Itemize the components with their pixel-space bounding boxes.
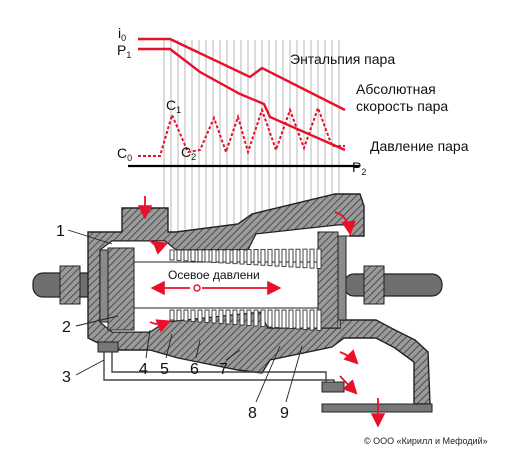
blade xyxy=(204,249,210,263)
blade xyxy=(260,309,266,327)
blade xyxy=(309,309,315,331)
shaft-right xyxy=(343,273,443,297)
blade xyxy=(225,249,231,264)
callout-3: 3 xyxy=(62,369,71,386)
drain-flange xyxy=(97,341,119,353)
blade xyxy=(302,309,308,330)
callout-5: 5 xyxy=(160,361,169,378)
turbine-section: Осевое давлени 1 2 3 4 5 6 7 8 9 xyxy=(32,193,443,428)
pressure-curve xyxy=(138,47,346,152)
blade xyxy=(211,309,217,324)
exhaust-flange xyxy=(321,381,345,393)
blade xyxy=(218,309,224,324)
enthalpy-label: Энтальпия пара xyxy=(290,51,395,67)
c1-label: C1 xyxy=(166,97,181,115)
blade xyxy=(281,309,287,329)
blade xyxy=(239,309,245,326)
axial-pressure-center xyxy=(193,284,201,292)
right-disk-face xyxy=(337,235,347,321)
p2-label: P2 xyxy=(352,159,366,177)
enthalpy-curve xyxy=(138,37,346,112)
axial-pressure-label: Осевое давлени xyxy=(168,268,260,282)
blade xyxy=(232,249,238,265)
c0-label: C0 xyxy=(117,145,132,163)
blade xyxy=(288,248,294,268)
blade xyxy=(295,248,301,268)
blade xyxy=(190,249,196,262)
blade xyxy=(183,249,189,262)
blade xyxy=(197,309,203,323)
blade-rows xyxy=(169,248,322,331)
p1-label: P1 xyxy=(117,42,131,60)
i0-label: i0 xyxy=(118,25,126,43)
c2-label: C2 xyxy=(181,144,196,162)
blade xyxy=(232,309,238,325)
flange-left xyxy=(59,265,81,305)
blade xyxy=(316,248,322,269)
callout-7: 7 xyxy=(219,361,228,378)
blade xyxy=(281,248,287,267)
blade xyxy=(309,248,315,269)
blade xyxy=(246,249,252,265)
blade xyxy=(239,249,245,265)
blade xyxy=(197,249,203,263)
steam-flow-arrows xyxy=(137,196,386,428)
blade xyxy=(169,309,175,321)
blade xyxy=(176,309,182,321)
blade xyxy=(190,309,196,322)
outlet-flange xyxy=(321,403,433,413)
blade xyxy=(225,309,231,325)
blade xyxy=(316,309,322,331)
blade xyxy=(176,249,182,261)
callout-8: 8 xyxy=(248,405,257,422)
blade xyxy=(288,309,294,329)
blade xyxy=(253,249,259,266)
velocity-curve xyxy=(138,105,345,157)
blade xyxy=(246,309,252,326)
velocity-label-line1: Абсолютная xyxy=(356,81,436,97)
blade xyxy=(260,248,266,266)
blade xyxy=(211,249,217,263)
callout-4: 4 xyxy=(139,361,148,378)
blade xyxy=(267,248,273,267)
blade xyxy=(169,249,175,261)
copyright: © ООО «Кирилл и Мефодий» xyxy=(364,436,488,446)
blade xyxy=(295,309,301,330)
blade xyxy=(218,249,224,264)
blade xyxy=(274,309,280,328)
callout-9: 9 xyxy=(280,405,289,422)
callout-lines xyxy=(67,229,303,403)
blade xyxy=(253,309,259,327)
blade xyxy=(183,309,189,322)
dummy-piston xyxy=(107,247,135,331)
callout-2: 2 xyxy=(62,319,71,336)
blade xyxy=(267,309,273,328)
callout-1: 1 xyxy=(56,223,65,240)
piston-face xyxy=(99,249,109,323)
pressure-label: Давление пара xyxy=(370,138,469,154)
callout-6: 6 xyxy=(190,361,199,378)
blade xyxy=(204,309,210,323)
blade xyxy=(302,248,308,269)
blade xyxy=(274,248,280,267)
velocity-label-line2: скорость пара xyxy=(356,98,448,114)
flange-right xyxy=(363,265,385,305)
